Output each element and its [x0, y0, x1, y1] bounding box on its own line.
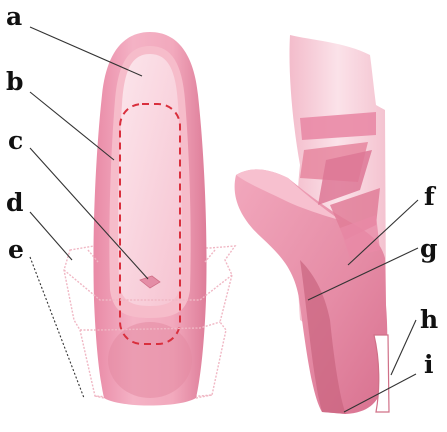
insole	[118, 54, 182, 306]
label-c: c	[8, 128, 23, 153]
label-a: a	[6, 4, 22, 29]
label-f: f	[424, 184, 435, 209]
leader-d	[30, 212, 72, 260]
label-i: i	[424, 352, 434, 377]
toe-shading	[108, 322, 192, 398]
label-h: h	[420, 307, 438, 332]
label-g: g	[420, 236, 437, 261]
label-d: d	[6, 190, 23, 215]
label-e: e	[8, 237, 24, 262]
front-shoe	[64, 32, 235, 406]
leader-e	[30, 257, 84, 398]
side-shoe	[235, 35, 389, 414]
label-b: b	[6, 69, 23, 94]
leader-h	[391, 320, 416, 375]
